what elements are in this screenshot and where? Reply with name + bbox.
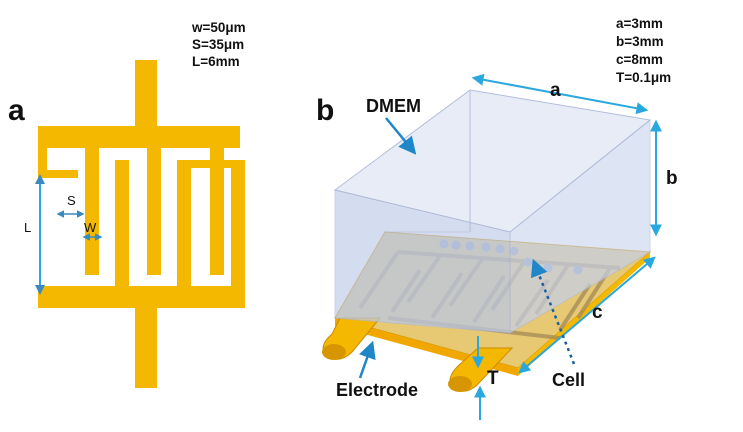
top-finger-2 (147, 148, 161, 275)
length-dimension: L (24, 174, 45, 295)
panel-a-letter: a (8, 94, 25, 127)
label-w: W (84, 220, 97, 235)
bottom-finger-3 (231, 160, 245, 290)
label-cell: Cell (552, 370, 585, 390)
param-w: w=50μm (191, 20, 246, 35)
electrode-callout-arrow (358, 340, 376, 379)
param-s: S=35μm (192, 37, 244, 52)
top-stem (135, 60, 157, 130)
label-a: a (550, 80, 561, 101)
label-b: b (666, 168, 678, 189)
label-t: T (487, 368, 499, 389)
param-b: b=3mm (616, 34, 664, 49)
top-busbar (38, 126, 240, 148)
label-electrode: Electrode (336, 380, 418, 400)
electrode-tab-left (322, 317, 382, 360)
label-l: L (24, 220, 31, 235)
label-c: c (592, 302, 603, 323)
panel-b-parameters: a=3mm b=3mm c=8mm T=0.1μm (616, 16, 671, 85)
bottom-finger-2 (177, 160, 191, 290)
top-finger-3 (210, 148, 224, 275)
dimension-t (472, 336, 486, 420)
bottom-busbar (38, 286, 245, 308)
dmem-callout-arrow (385, 117, 417, 155)
interdigitated-electrode-pattern (38, 60, 245, 388)
left-bracket-foot (38, 170, 78, 178)
param-c: c=8mm (616, 52, 663, 67)
dimension-c (518, 256, 656, 374)
panel-b: b a=3mm b=3mm c=8mm T=0.1μm (316, 16, 678, 420)
panel-a: a w=50μm S=35μm L=6mm (8, 20, 246, 388)
spacing-dimension: S (56, 193, 85, 218)
right-bracket-top (191, 160, 241, 168)
left-bracket (38, 126, 47, 178)
param-a: a=3mm (616, 16, 663, 31)
panel-b-letter: b (316, 94, 334, 127)
top-finger-1 (85, 148, 99, 275)
param-t: T=0.1μm (616, 70, 671, 85)
param-l: L=6mm (192, 54, 240, 69)
bottom-finger-1 (115, 160, 129, 290)
cell-callout-arrow (530, 258, 576, 365)
dimension-a (471, 73, 649, 115)
width-dimension: W (82, 220, 103, 241)
label-dmem: DMEM (366, 96, 421, 116)
label-s: S (67, 193, 76, 208)
panel-a-parameters: w=50μm S=35μm L=6mm (191, 20, 246, 69)
bottom-stem (135, 300, 157, 388)
